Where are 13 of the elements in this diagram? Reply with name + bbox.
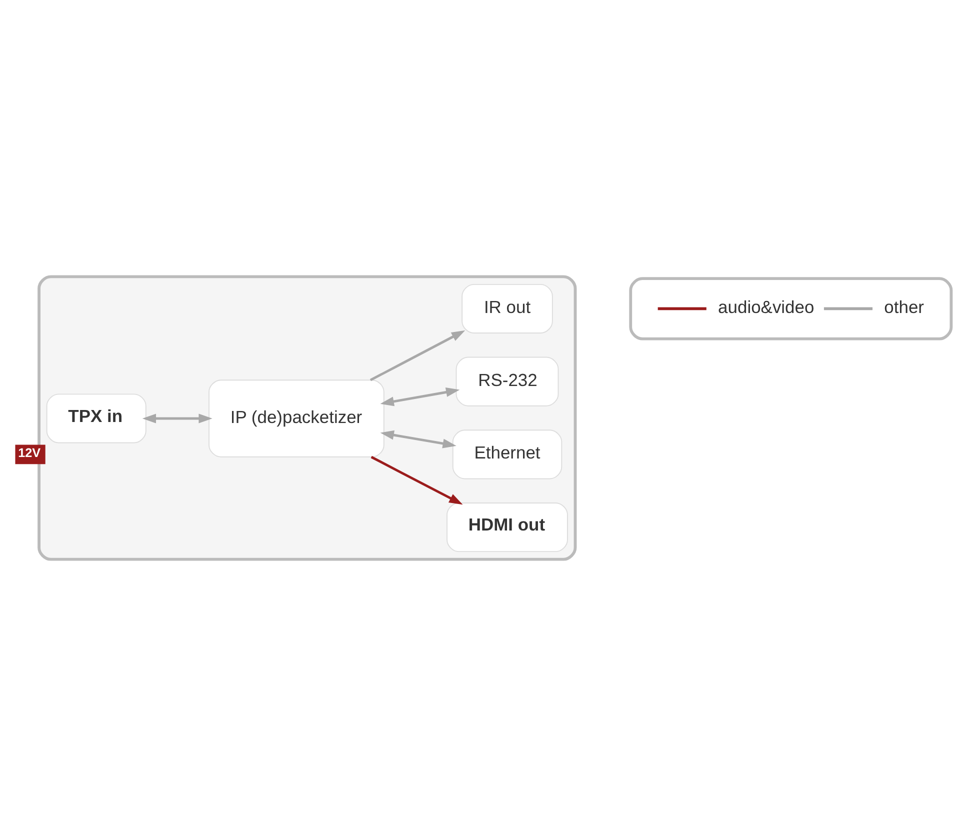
arrow — [370, 330, 466, 381]
arrow — [380, 386, 460, 406]
node-box: Ethernet — [452, 429, 562, 479]
arrow — [370, 455, 463, 504]
legend-label: audio&video — [718, 296, 814, 316]
node-label: 12V — [18, 445, 41, 460]
legend-label: other — [884, 296, 924, 316]
node-box: HDMI out — [446, 502, 568, 552]
arrow — [380, 430, 456, 448]
node-box: RS-232 — [456, 356, 559, 406]
node-box: IR out — [462, 283, 553, 333]
node-box: IP (de)packetizer — [208, 379, 384, 457]
arrow — [142, 413, 212, 423]
